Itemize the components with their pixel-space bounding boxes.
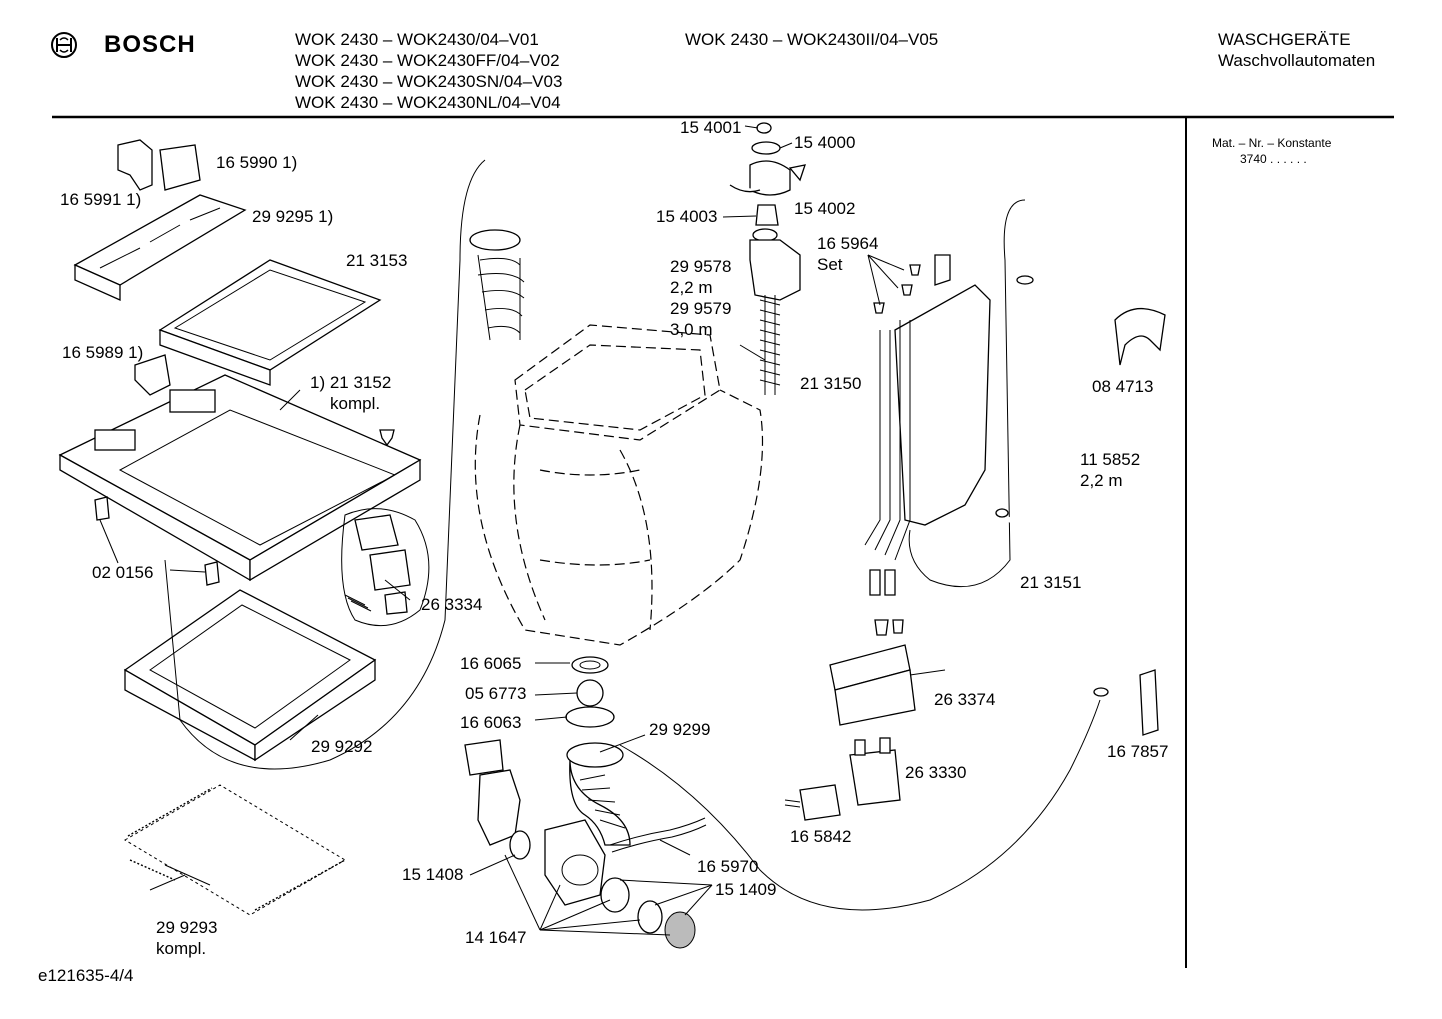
part-label: 3,0 m xyxy=(670,320,713,339)
sidebar-value: 3740 . . . . . . xyxy=(1240,152,1307,166)
ball-part xyxy=(576,679,604,707)
part-label: kompl. xyxy=(330,394,381,413)
model-line-2: WOK 2430 – WOK2430FF/04–V02 xyxy=(295,51,560,70)
part-label: 1) 21 3152 xyxy=(310,373,392,392)
model-line-4: WOK 2430 – WOK2430NL/04–V04 xyxy=(295,93,561,112)
part-label: 2,2 m xyxy=(1080,471,1123,490)
hose-213151 xyxy=(995,508,1159,697)
part-label: 29 9579 xyxy=(670,299,732,318)
manifold-part xyxy=(864,254,991,596)
lid-hinge-springs-part xyxy=(124,784,346,916)
part-label: 21 3153 xyxy=(346,251,408,270)
top-panel-part xyxy=(58,374,422,582)
category-subtitle: Waschvollautomaten xyxy=(1218,51,1376,70)
part-label: 21 3151 xyxy=(1020,573,1082,592)
part-label: 29 9295 1) xyxy=(252,207,334,226)
document-id: e121635-4/4 xyxy=(38,966,134,985)
drawer-tray-part xyxy=(158,259,382,386)
o-ring-151408 xyxy=(509,830,531,860)
part-label: 05 6773 xyxy=(465,684,527,703)
part-label: 29 9578 xyxy=(670,257,732,276)
model-line-1: WOK 2430 – WOK2430/04–V01 xyxy=(295,30,539,49)
part-label: kompl. xyxy=(156,939,207,958)
part-label: 16 5842 xyxy=(790,827,852,846)
part-label: 16 6063 xyxy=(460,713,522,732)
leader-lines xyxy=(99,125,905,936)
lock-group-outline xyxy=(341,508,430,627)
valve-cap-part xyxy=(729,122,806,226)
part-label: 29 9299 xyxy=(649,720,711,739)
part-label: 15 4001 xyxy=(680,118,742,137)
control-module-263374 xyxy=(829,619,946,726)
part-label: 14 1647 xyxy=(465,928,527,947)
right-group-outline xyxy=(908,199,1026,588)
seal-ring-part xyxy=(571,656,609,674)
latch-small-part xyxy=(134,354,171,396)
part-label: 2,2 m xyxy=(670,278,713,297)
part-label: 21 3150 xyxy=(800,374,862,393)
part-label: 16 5991 1) xyxy=(60,190,142,209)
part-label: 16 5989 1) xyxy=(62,343,144,362)
bellows-part xyxy=(469,229,525,341)
part-label: 02 0156 xyxy=(92,563,154,582)
ring-part-166063 xyxy=(565,706,615,728)
filter-part-151409 xyxy=(600,877,696,949)
pump-part xyxy=(464,739,521,846)
part-label: 26 3374 xyxy=(934,690,996,709)
drawer-clip-part xyxy=(117,139,201,191)
hose-holder-084713 xyxy=(1114,308,1166,366)
part-label: 15 4003 xyxy=(656,207,718,226)
part-label: 26 3330 xyxy=(905,763,967,782)
water-inlet-chamber-part xyxy=(749,228,801,395)
drain-outline xyxy=(619,699,1101,911)
sidebar-title: Mat. – Nr. – Konstante xyxy=(1212,136,1332,150)
drawer-insert-part xyxy=(73,194,247,302)
part-label: 08 4713 xyxy=(1092,377,1154,396)
screw-part xyxy=(379,429,395,447)
part-label: 29 9293 xyxy=(156,918,218,937)
tub-group-outline xyxy=(164,159,486,770)
pressure-hose-165970 xyxy=(609,817,707,853)
category-title: WASCHGERÄTE xyxy=(1218,30,1351,49)
part-label: 15 4000 xyxy=(794,133,856,152)
hose-115852 xyxy=(1016,275,1115,483)
hose-clip-167857 xyxy=(1139,669,1159,736)
part-label: 15 1409 xyxy=(715,880,777,899)
brand-name: BOSCH xyxy=(104,31,196,58)
part-label: 15 4002 xyxy=(794,199,856,218)
part-label: 16 5970 xyxy=(697,857,759,876)
part-label: 15 1408 xyxy=(402,865,464,884)
filter-housing-part xyxy=(544,819,606,906)
part-label: 16 7857 xyxy=(1107,742,1169,761)
tub-part xyxy=(474,324,764,646)
model-line-3: WOK 2430 – WOK2430SN/04–V03 xyxy=(295,72,563,91)
door-lock-part xyxy=(344,514,411,615)
lid-gasket-part xyxy=(123,589,377,762)
clip-part-020156 xyxy=(94,496,220,586)
model-line-5: WOK 2430 – WOK2430II/04–V05 xyxy=(685,30,939,49)
part-label: 26 3334 xyxy=(421,595,483,614)
part-label: Set xyxy=(817,255,843,274)
part-label: 11 5852 xyxy=(1080,450,1141,469)
part-label: 16 6065 xyxy=(460,654,522,673)
inlet-valve-263330 xyxy=(849,737,901,806)
part-label: 16 5990 1) xyxy=(216,153,298,172)
part-label: 16 5964 xyxy=(817,234,879,253)
capacitor-165842 xyxy=(784,784,841,821)
part-label: 29 9292 xyxy=(311,737,373,756)
bosch-logo-icon xyxy=(51,32,77,58)
nozzle-set-part xyxy=(873,264,921,314)
